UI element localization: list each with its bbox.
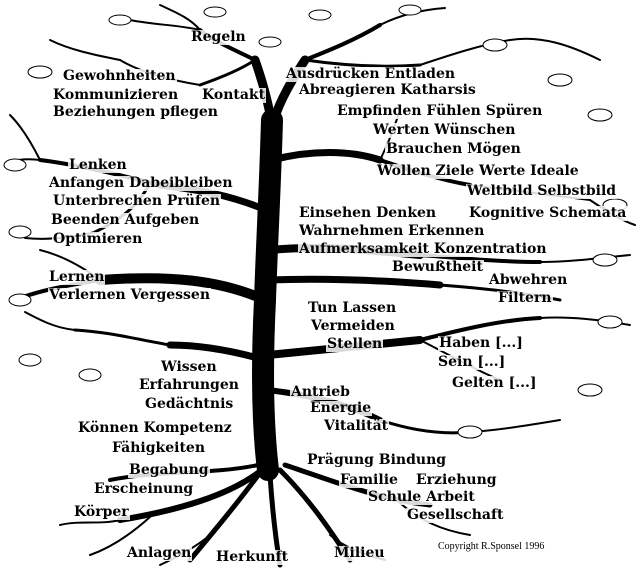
label-beenden: Beenden Aufgeben: [50, 212, 201, 228]
label-ausdruecken: Ausdrücken Entladen: [285, 66, 457, 82]
label-gesellschaft: Gesellschaft: [406, 507, 505, 523]
label-begabung: Begabung: [128, 462, 210, 478]
label-abreagieren: Abreagieren Katharsis: [298, 82, 477, 98]
label-werten: Werten Wünschen: [372, 122, 517, 138]
label-stellen: Stellen: [326, 336, 384, 352]
label-vermeiden: Vermeiden: [310, 318, 396, 334]
label-erziehung: Erziehung: [415, 472, 498, 488]
label-unterbrechen: Unterbrechen Prüfen: [52, 193, 222, 209]
label-kognitive: Kognitive Schemata: [468, 205, 628, 221]
label-optimieren: Optimieren: [52, 231, 144, 247]
label-kommunizieren: Kommunizieren: [52, 87, 180, 103]
label-wissen: Wissen: [160, 359, 218, 375]
label-brauchen: Brauchen Mögen: [385, 141, 522, 157]
label-haben: Haben [...]: [438, 335, 524, 351]
label-praegung: Prägung Bindung: [306, 452, 448, 468]
copyright-note: Copyright R.Sponsel 1996: [438, 541, 545, 552]
label-empfinden: Empfinden Fühlen Spüren: [336, 103, 544, 119]
label-anlagen: Anlagen: [126, 545, 193, 561]
label-aufmerksamkeit: Aufmerksamkeit Konzentration: [298, 241, 548, 257]
label-abwehren: Abwehren: [488, 272, 569, 288]
label-anfangen: Anfangen Dabeibleiben: [48, 175, 234, 191]
label-bewusstheit: Bewußtheit: [391, 259, 484, 275]
label-familie: Familie: [339, 472, 399, 488]
label-koennen: Können Kompetenz: [77, 420, 233, 436]
label-wahrnehmen: Wahrnehmen Erkennen: [298, 223, 486, 239]
label-verlernen: Verlernen Vergessen: [48, 287, 212, 303]
label-milieu: Milieu: [333, 545, 386, 561]
tree-leaves: [3, 4, 628, 439]
label-erfahrungen: Erfahrungen: [138, 377, 240, 393]
label-regeln: Regeln: [190, 29, 247, 45]
label-schule: Schule Arbeit: [367, 489, 476, 505]
tree-trunk: [250, 55, 310, 481]
label-beziehungen: Beziehungen pflegen: [52, 104, 219, 120]
label-erscheinung: Erscheinung: [93, 481, 195, 497]
label-antrieb: Antrieb: [290, 384, 351, 400]
label-filtern: Filtern: [497, 290, 553, 306]
label-gewohnheiten: Gewohnheiten: [62, 68, 177, 84]
label-energie: Energie: [309, 400, 373, 416]
label-herkunft: Herkunft: [215, 549, 290, 565]
label-gedaechtnis: Gedächtnis: [144, 396, 235, 412]
label-wollen: Wollen Ziele Werte Ideale: [376, 163, 580, 179]
label-koerper: Körper: [73, 504, 130, 520]
label-sein: Sein [...]: [437, 354, 507, 370]
label-gelten: Gelten [...]: [451, 375, 538, 391]
label-kontakt: Kontakt: [201, 87, 267, 103]
label-vitalitaet: Vitalität: [323, 418, 390, 434]
label-weltbild: Weltbild Selbstbild: [466, 183, 618, 199]
label-einsehen: Einsehen Denken: [298, 205, 438, 221]
label-lernen: Lernen: [48, 269, 106, 285]
label-lenken: Lenken: [68, 157, 128, 173]
label-faehigkeiten: Fähigkeiten: [111, 440, 207, 456]
label-tun: Tun Lassen: [307, 300, 398, 316]
